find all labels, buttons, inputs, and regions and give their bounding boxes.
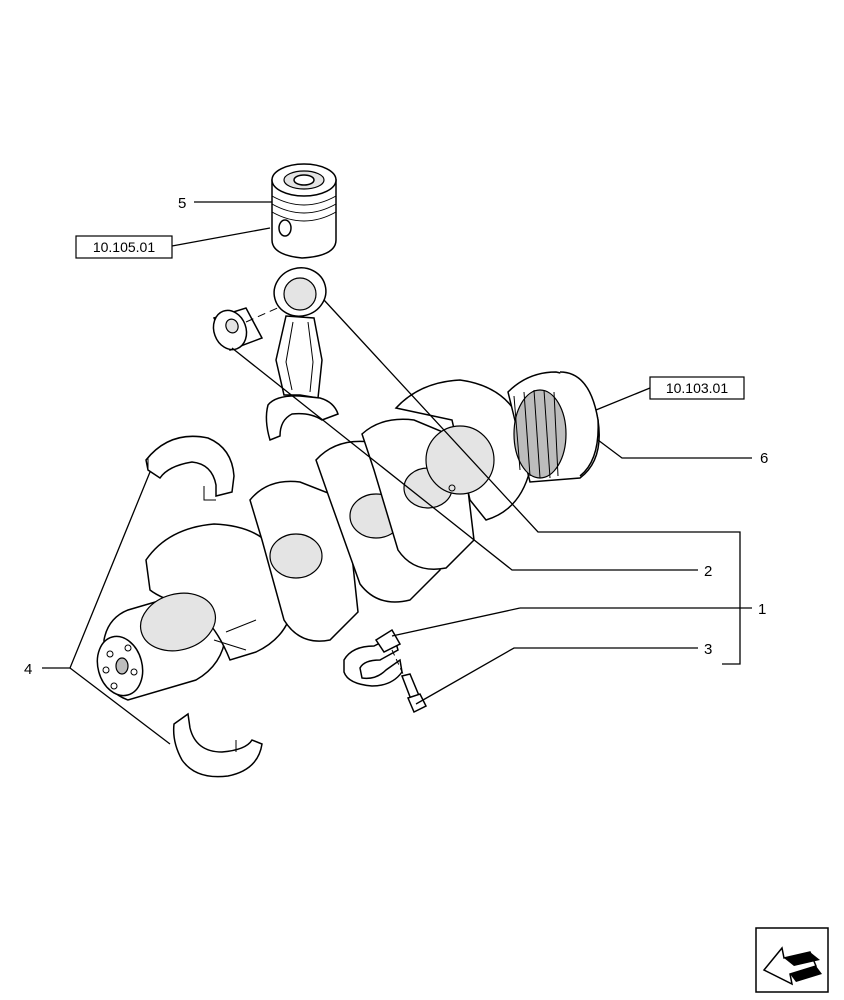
callout-2: 2	[704, 563, 712, 580]
connecting-rod	[265, 267, 339, 442]
callout-1: 1	[758, 601, 766, 618]
callout-3: 3	[704, 641, 712, 658]
arrow-nav-icon[interactable]	[755, 927, 829, 993]
piston	[271, 163, 337, 259]
main-bearing-shell-upper	[145, 435, 235, 501]
callout-4: 4	[24, 661, 32, 678]
reference-box-flywheel[interactable]: 10.103.01	[649, 376, 745, 400]
crankshaft	[96, 371, 600, 701]
connecting-rod-cap	[343, 628, 403, 687]
callout-6: 6	[760, 450, 768, 467]
connecting-rod-bolt	[391, 649, 428, 714]
piston-pin	[212, 305, 283, 351]
reference-box-piston[interactable]: 10.105.01	[75, 235, 173, 259]
reference-label-flywheel: 10.103.01	[666, 380, 728, 396]
main-bearing-shell-lower	[172, 712, 263, 778]
leader-lines	[42, 201, 752, 745]
callout-5: 5	[178, 195, 186, 212]
reference-label-piston: 10.105.01	[93, 239, 155, 255]
